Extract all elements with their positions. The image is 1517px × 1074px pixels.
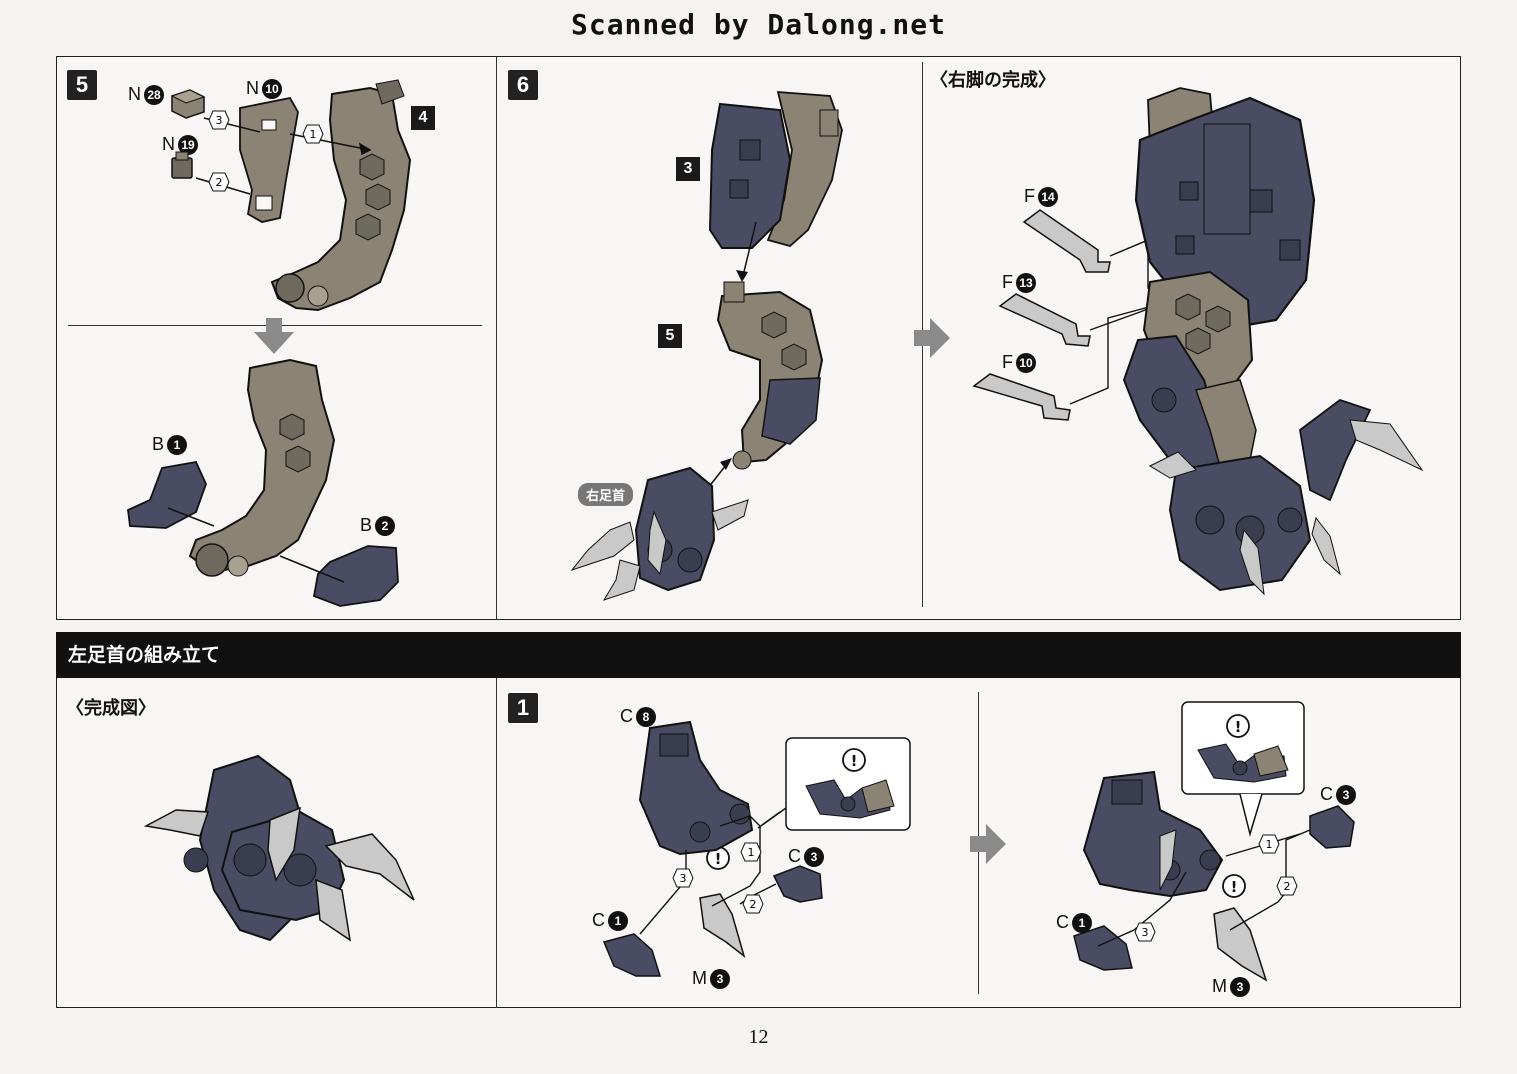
- svg-text:1: 1: [310, 128, 317, 141]
- order-marker-2-right: 2: [1276, 876, 1298, 899]
- divider-complete-step1: [496, 678, 497, 1008]
- svg-text:3: 3: [1142, 926, 1149, 939]
- divider-step5-step6: [496, 57, 497, 619]
- order-marker-1-right: 1: [1258, 834, 1280, 857]
- top-panel: [56, 56, 1461, 620]
- order-marker-1-left: 1: [740, 842, 762, 865]
- order-marker-3-left: 3: [672, 868, 694, 891]
- svg-text:3: 3: [680, 872, 687, 885]
- step-number-6: 6: [508, 70, 538, 100]
- step-number-5: 5: [67, 70, 97, 100]
- right-ankle-tag: 右足首: [578, 483, 634, 506]
- ref-part-3: 3: [676, 157, 700, 181]
- section-bar: 左足首の組み立て: [56, 632, 1461, 678]
- page-number: 12: [748, 1026, 769, 1048]
- ref-part-5: 5: [658, 324, 682, 348]
- right-leg-complete-heading: 〈右脚の完成〉: [930, 70, 1056, 91]
- ref-part-4: 4: [411, 106, 435, 130]
- divider-step1-substep: [978, 692, 979, 994]
- svg-text:2: 2: [1284, 880, 1291, 893]
- order-marker-3: 3: [208, 110, 230, 133]
- step-number-1: 1: [508, 693, 538, 723]
- svg-text:1: 1: [748, 846, 755, 859]
- complete-view-heading: 〈完成図〉: [66, 698, 156, 719]
- svg-text:3: 3: [216, 114, 223, 127]
- svg-text:2: 2: [750, 898, 757, 911]
- order-marker-2: 2: [208, 172, 230, 195]
- order-marker-2-left: 2: [742, 894, 764, 917]
- order-marker-3-right: 3: [1134, 922, 1156, 945]
- order-marker-1: 1: [302, 124, 324, 147]
- svg-text:1: 1: [1266, 838, 1273, 851]
- divider-step6-complete: [922, 62, 923, 607]
- svg-text:2: 2: [216, 176, 223, 189]
- scan-credit: Scanned by Dalong.net: [570, 8, 946, 41]
- divider-step5-substep: [68, 325, 482, 326]
